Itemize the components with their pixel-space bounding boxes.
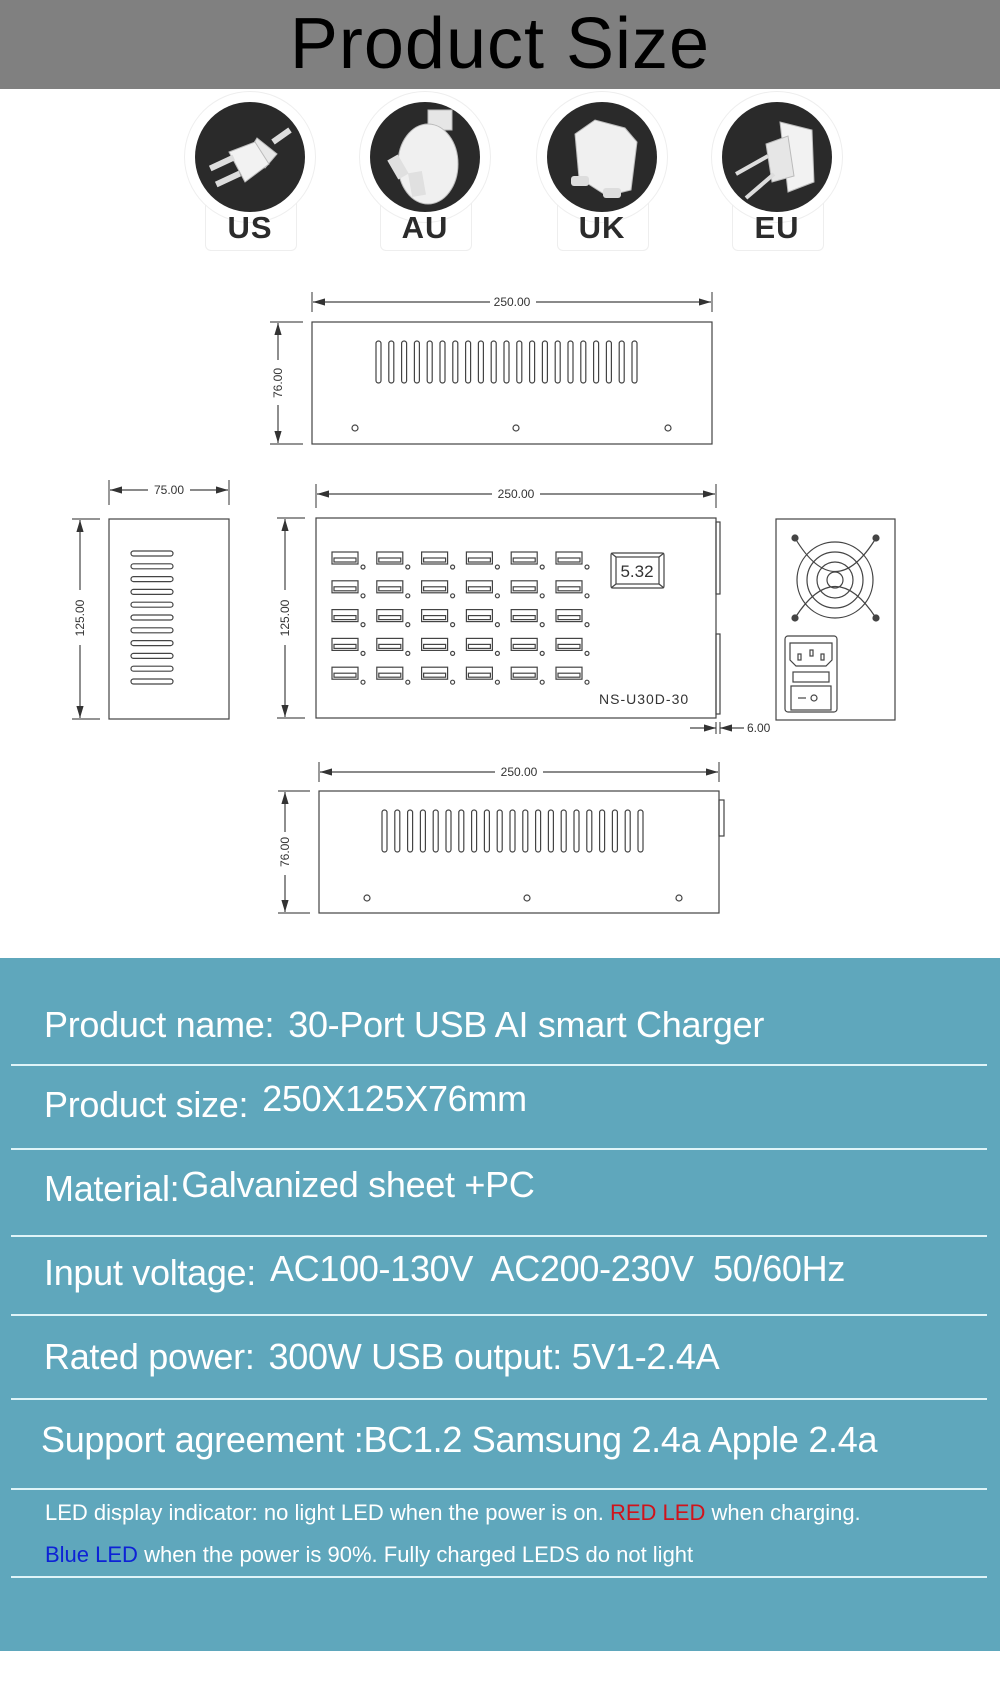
page-title: Product Size [289, 4, 711, 84]
spec-product-size: Product size:250X125X76mm [44, 1078, 527, 1125]
spec-input-voltage: Input voltage:AC100-130V AC200-230V 50/6… [44, 1248, 846, 1293]
plug-badge-us: US [185, 92, 315, 252]
technical-drawing: 250.00 76.00 75.00 125.00 250.00 125.00 … [72, 292, 896, 914]
plug-label: UK [578, 210, 626, 245]
bottom-view [278, 762, 725, 914]
au-plug-icon [370, 102, 480, 212]
red-led-text: RED LED [609, 1500, 706, 1525]
dim-label: 6.00 [747, 721, 771, 735]
dim-label: 76.00 [271, 368, 285, 398]
spec-support-agreement: Support agreement :BC1.2 Samsung 2.4a Ap… [41, 1419, 878, 1460]
eu-plug-icon [722, 102, 832, 212]
plug-badge-eu: EU [712, 92, 842, 252]
spec-product-name: Product name:30-Port USB AI smart Charge… [44, 1004, 765, 1045]
divider [11, 1235, 987, 1237]
dim-label: 76.00 [278, 837, 292, 867]
divider [11, 1488, 987, 1490]
divider [11, 1148, 987, 1150]
divider [11, 1576, 987, 1578]
divider [11, 1314, 987, 1316]
plug-label: EU [754, 210, 800, 245]
header-banner: Product Size [0, 0, 1000, 89]
spec-material: Material:Galvanized sheet +PC [44, 1164, 535, 1209]
dim-label: 250.00 [494, 295, 531, 309]
front-view [277, 484, 744, 734]
us-plug-icon [195, 102, 305, 212]
dim-label: 250.00 [498, 487, 535, 501]
led-note-line-2: Blue LED when the power is 90%. Fully ch… [45, 1542, 694, 1567]
plug-label: US [227, 210, 273, 245]
dim-label: 125.00 [73, 599, 87, 636]
dim-label: 75.00 [154, 483, 184, 497]
divider [11, 1398, 987, 1400]
side-view [72, 480, 230, 720]
model-number: NS-U30D-30 [599, 691, 689, 707]
dim-label: 125.00 [278, 599, 292, 636]
back-view [775, 518, 896, 721]
spec-panel [0, 958, 1000, 1651]
plug-badge-au: AU [360, 92, 490, 252]
top-view [270, 292, 713, 445]
display-reading: 5.32 [620, 562, 653, 581]
blue-led-text: Blue LED [45, 1542, 138, 1567]
plug-badge-uk: UK [537, 92, 667, 252]
plug-label: AU [401, 210, 449, 245]
led-note-line-1: LED display indicator: no light LED when… [45, 1500, 861, 1525]
dim-label: 250.00 [501, 765, 538, 779]
uk-plug-icon [547, 102, 657, 212]
spec-rated-power: Rated power:300W USB output: 5V1-2.4A [44, 1336, 720, 1377]
divider [11, 1064, 987, 1066]
